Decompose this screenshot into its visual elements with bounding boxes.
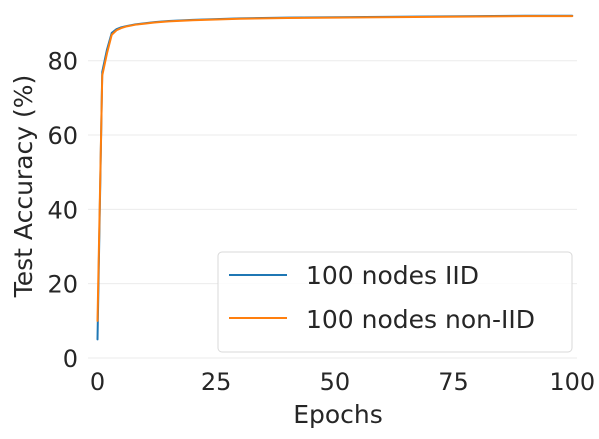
series-lines (96, 14, 574, 341)
legend-label-non-iid: 100 nodes non-IID (306, 305, 535, 334)
legend-box (217, 251, 573, 353)
x-tick-labels: 0 25 50 75 100 (90, 368, 595, 396)
y-tick-labels: 0 20 40 60 80 (47, 48, 78, 373)
x-tick-label-50: 50 (320, 368, 351, 396)
y-tick-label-80: 80 (47, 48, 78, 76)
x-tick-label-75: 75 (438, 368, 469, 396)
x-axis-label: Epochs (293, 400, 383, 429)
y-tick-label-40: 40 (47, 196, 78, 224)
y-axis-label: Test Accuracy (%) (9, 75, 38, 299)
y-tick-label-60: 60 (47, 122, 78, 150)
legend: 100 nodes IID 100 nodes non-IID (217, 251, 573, 353)
x-tick-label-100: 100 (549, 368, 595, 396)
y-tick-label-20: 20 (47, 271, 78, 299)
legend-label-iid: 100 nodes IID (306, 261, 479, 290)
y-tick-label-0: 0 (63, 345, 78, 373)
x-tick-label-0: 0 (90, 368, 105, 396)
series-line-non-iid (96, 15, 574, 322)
x-tick-label-25: 25 (201, 368, 232, 396)
